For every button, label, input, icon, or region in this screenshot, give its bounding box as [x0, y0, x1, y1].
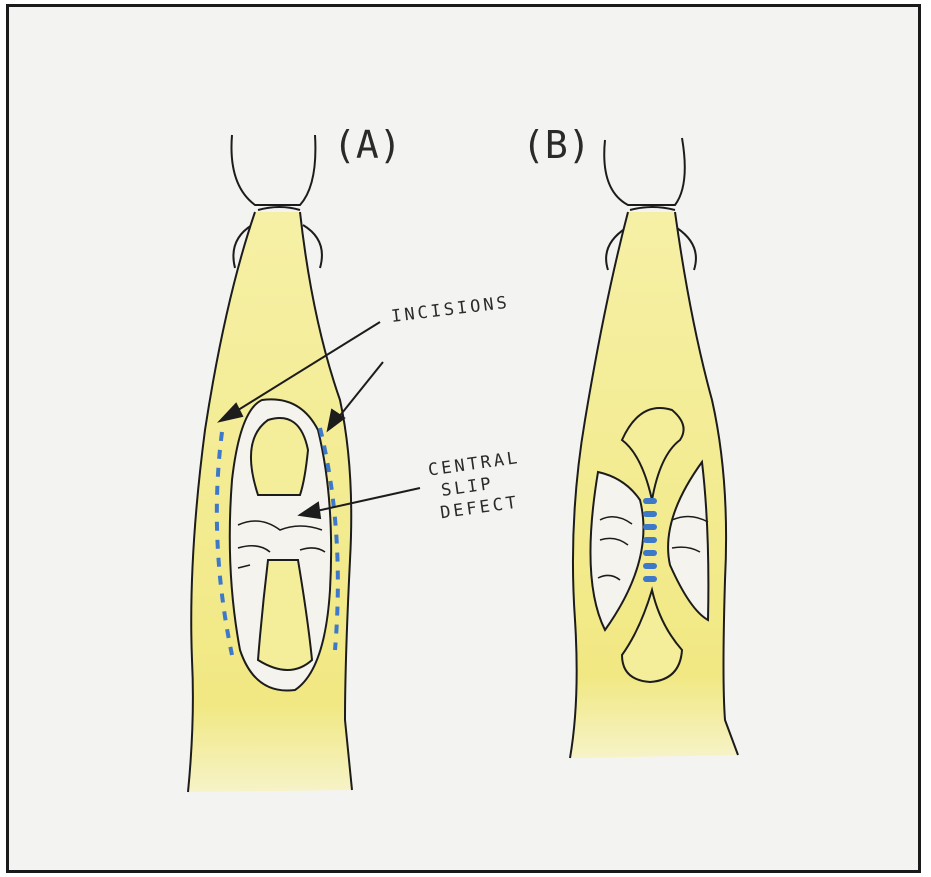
- tendon-proximal-a: [251, 418, 308, 495]
- panel-label-b: (B): [522, 123, 591, 167]
- fingertip-b: [604, 138, 685, 205]
- panel-a: [188, 135, 352, 792]
- central-slip-defect-label: CENTRAL SLIP DEFECT: [427, 448, 528, 524]
- panel-label-a: (A): [333, 123, 402, 167]
- panel-b: [570, 138, 738, 758]
- fingertip-a: [231, 135, 315, 205]
- incisions-label: INCISIONS: [390, 293, 511, 327]
